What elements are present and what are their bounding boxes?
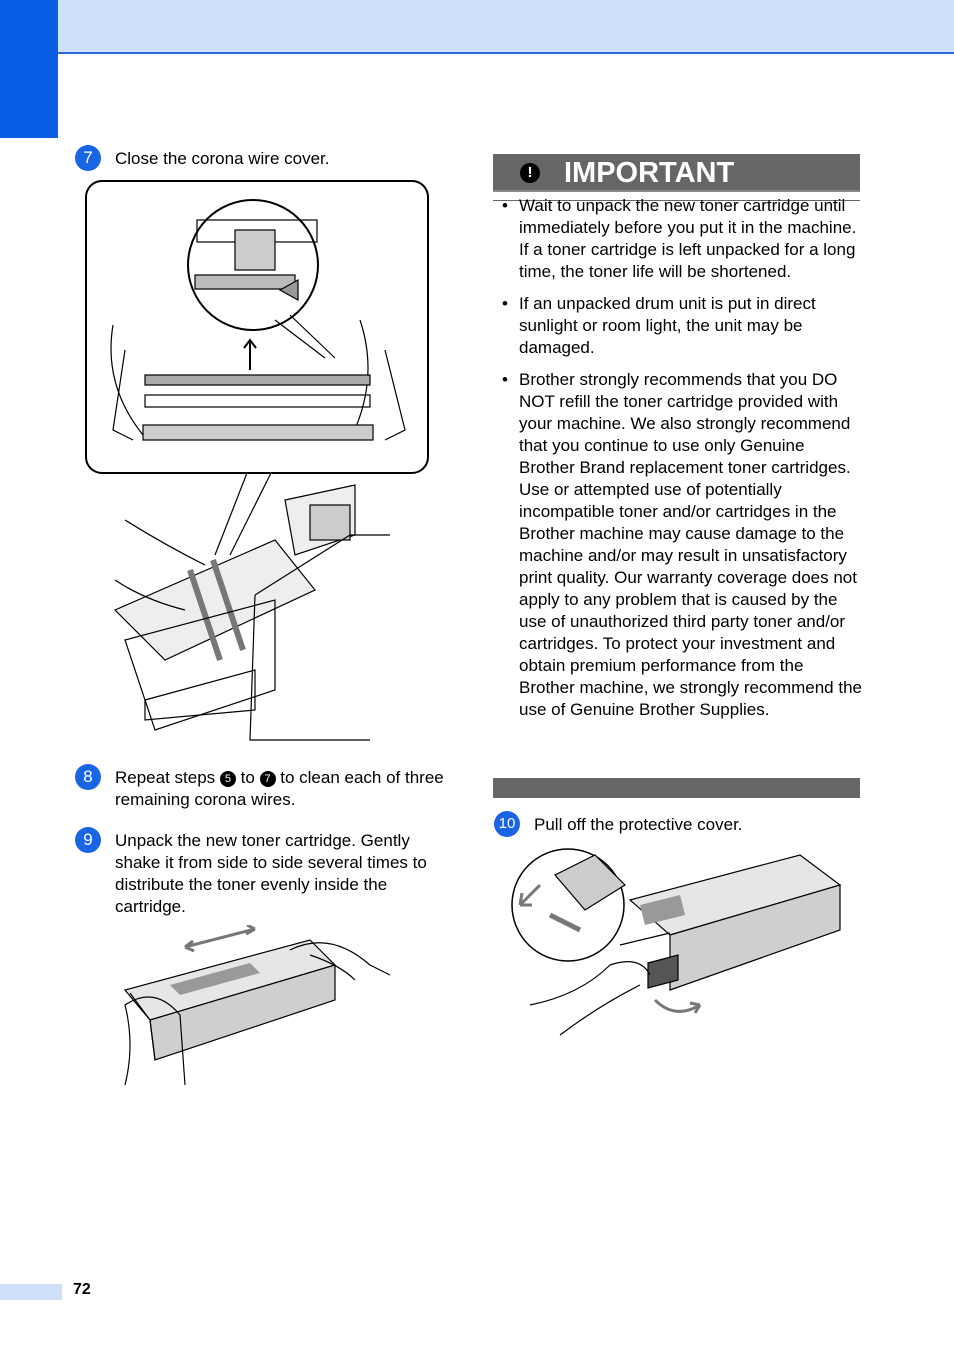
- chapter-tab: [0, 0, 58, 138]
- step-9-number: 9: [75, 827, 101, 853]
- important-list: Wait to unpack the new toner cartridge u…: [500, 195, 862, 731]
- corona-cover-illustration: [85, 180, 429, 741]
- page-number: 72: [73, 1281, 91, 1298]
- important-bullet: If an unpacked drum unit is put in direc…: [500, 293, 862, 359]
- step-9-text: Unpack the new toner cartridge. Gently s…: [115, 831, 427, 916]
- important-footer-bar: [493, 778, 860, 798]
- exclamation-icon: !: [520, 163, 540, 183]
- protective-cover-illustration: [511, 848, 842, 1036]
- step-8-number: 8: [75, 764, 101, 790]
- important-title: IMPORTANT: [564, 157, 735, 189]
- important-bullet: Brother strongly recommends that you DO …: [500, 369, 862, 721]
- step-7-text: Close the corona wire cover.: [115, 149, 330, 168]
- shake-cartridge-illustration: [123, 925, 391, 1086]
- footer-band: [0, 1284, 62, 1300]
- step-7-number: 7: [75, 145, 101, 171]
- step-10-text: Pull off the protective cover.: [534, 815, 743, 834]
- step-8-text: Repeat steps 5 to 7 to clean each of thr…: [115, 768, 444, 809]
- header-band: [0, 0, 954, 54]
- step-ref-5: 5: [219, 771, 236, 787]
- step-10-number: 10: [494, 811, 520, 837]
- important-header: ! IMPORTANT: [493, 154, 860, 192]
- step-ref-7: 7: [259, 771, 276, 787]
- important-bullet: Wait to unpack the new toner cartridge u…: [500, 195, 862, 283]
